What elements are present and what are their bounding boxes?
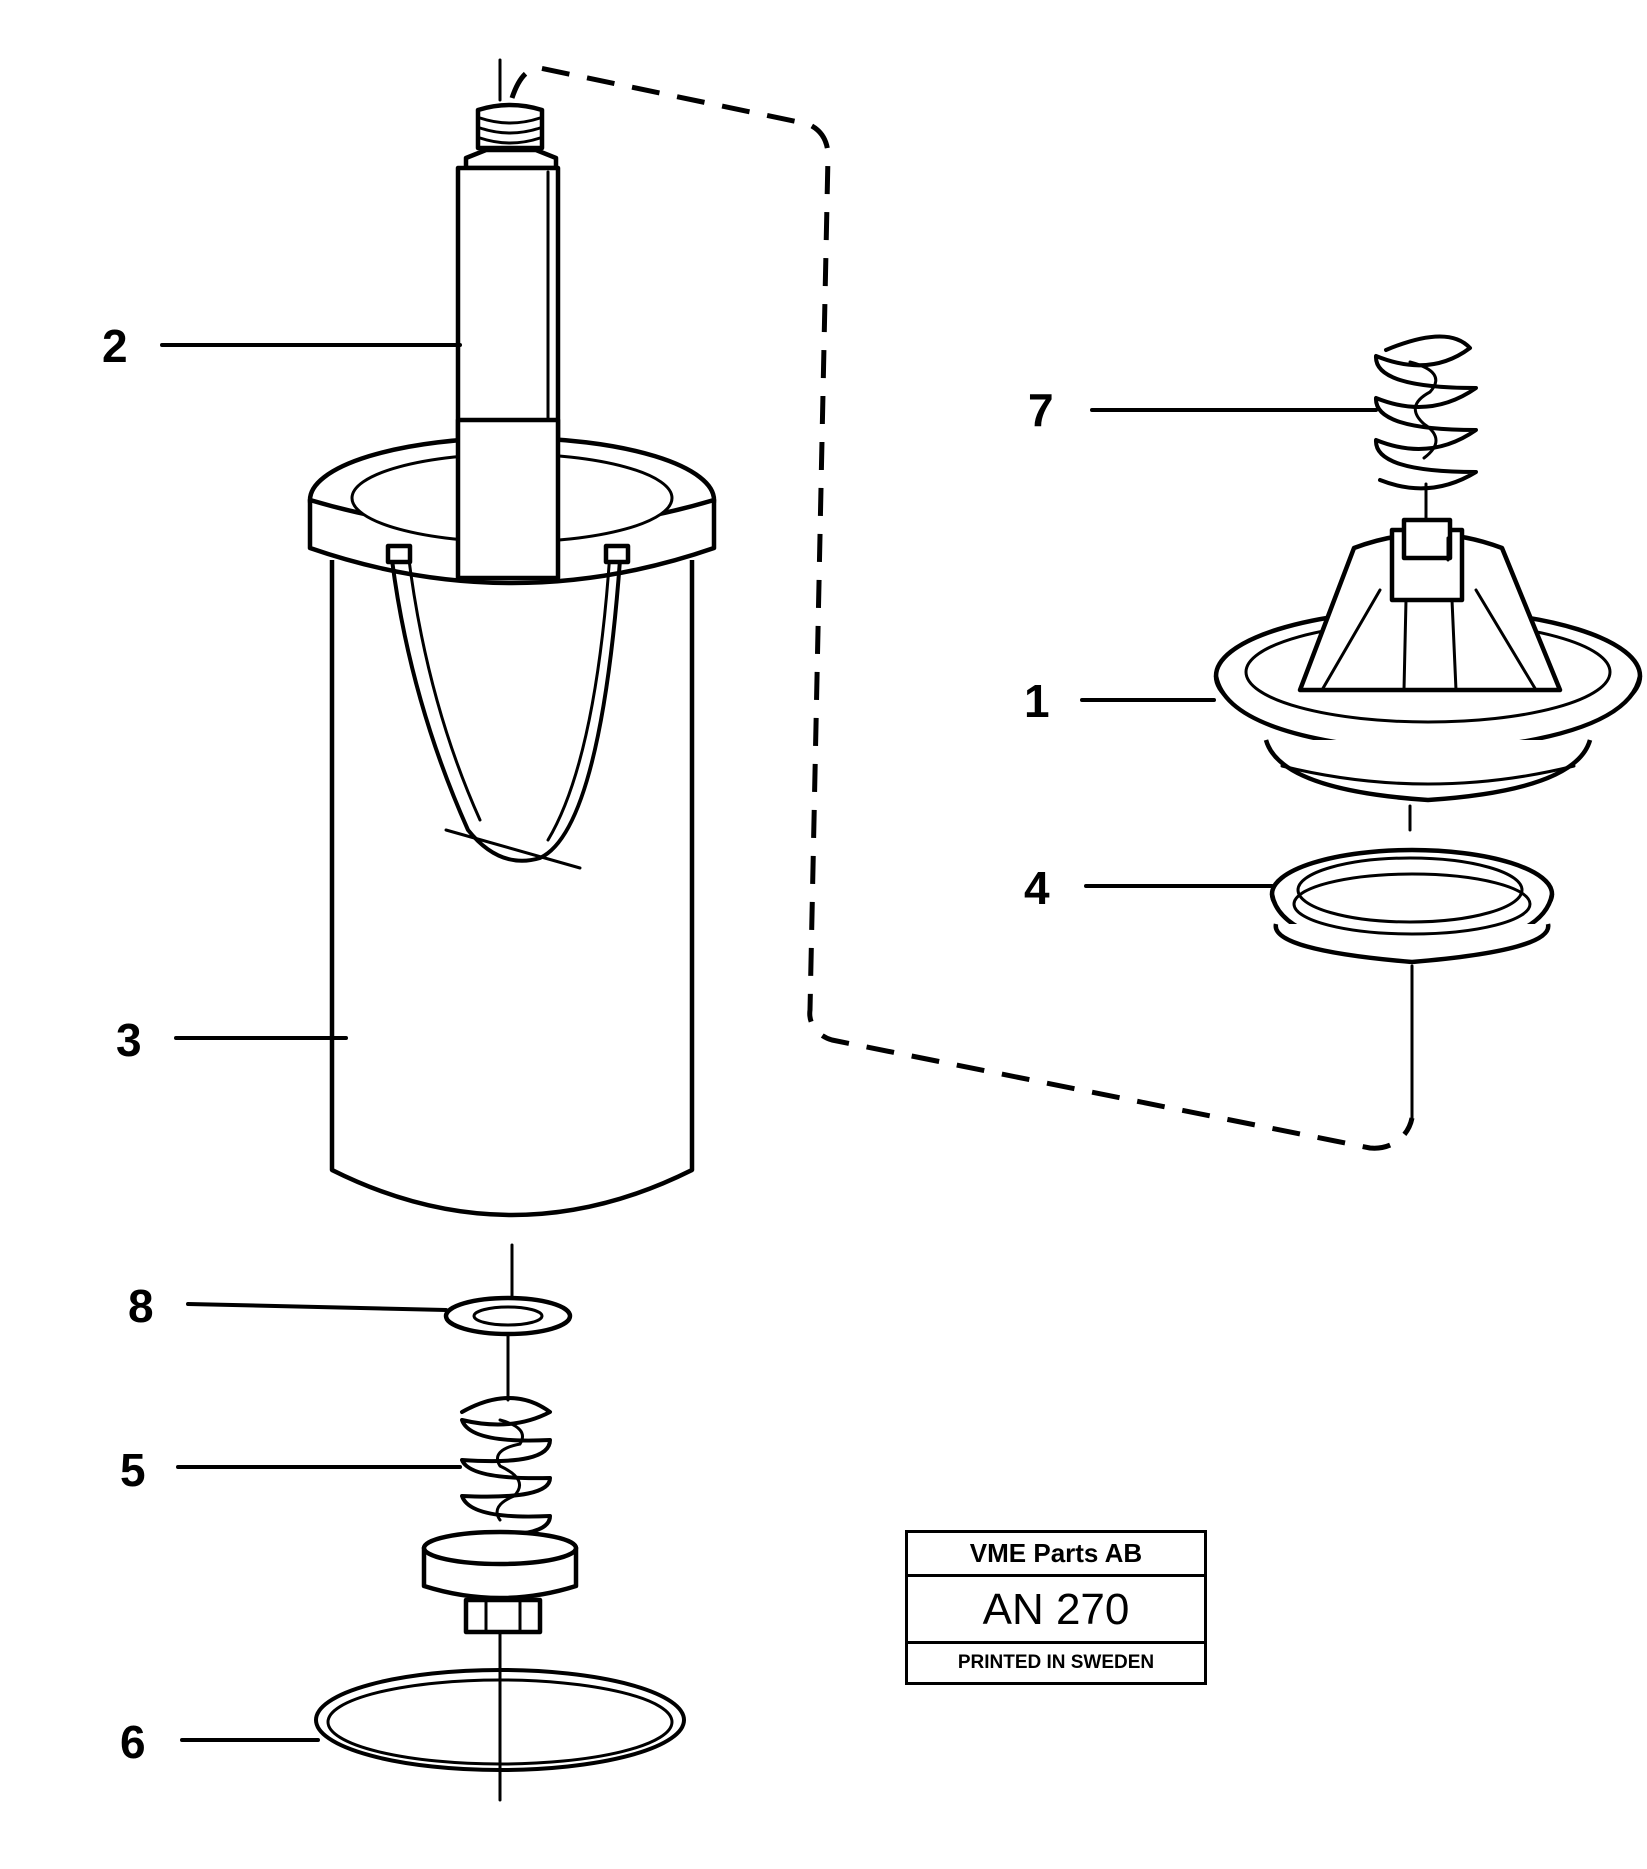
callout-3: 3 bbox=[116, 1014, 142, 1066]
callout-5: 5 bbox=[120, 1444, 146, 1496]
washer-part bbox=[443, 1295, 573, 1337]
assembly-dashed-line bbox=[509, 65, 1415, 1151]
title-block: VME Parts AB AN 270 PRINTED IN SWEDEN bbox=[905, 1530, 1207, 1685]
callout-4: 4 bbox=[1024, 862, 1050, 914]
filter-housing-part bbox=[307, 417, 717, 1218]
spring-part bbox=[1373, 334, 1478, 532]
callout-2: 2 bbox=[102, 320, 128, 372]
company-name: VME Parts AB bbox=[908, 1533, 1204, 1577]
callout-1: 1 bbox=[1024, 675, 1050, 727]
drawing-number: AN 270 bbox=[908, 1577, 1204, 1644]
callout-8: 8 bbox=[128, 1280, 154, 1332]
spring-valve-part bbox=[421, 1396, 579, 1635]
o-ring-part bbox=[314, 1668, 686, 1772]
seal-ring-part bbox=[1269, 847, 1555, 965]
callout-6: 6 bbox=[120, 1716, 146, 1768]
leader-8 bbox=[186, 1302, 448, 1312]
thermostat-part bbox=[1213, 517, 1643, 803]
printed-note: PRINTED IN SWEDEN bbox=[957, 1652, 1155, 1673]
callout-7: 7 bbox=[1028, 384, 1054, 436]
